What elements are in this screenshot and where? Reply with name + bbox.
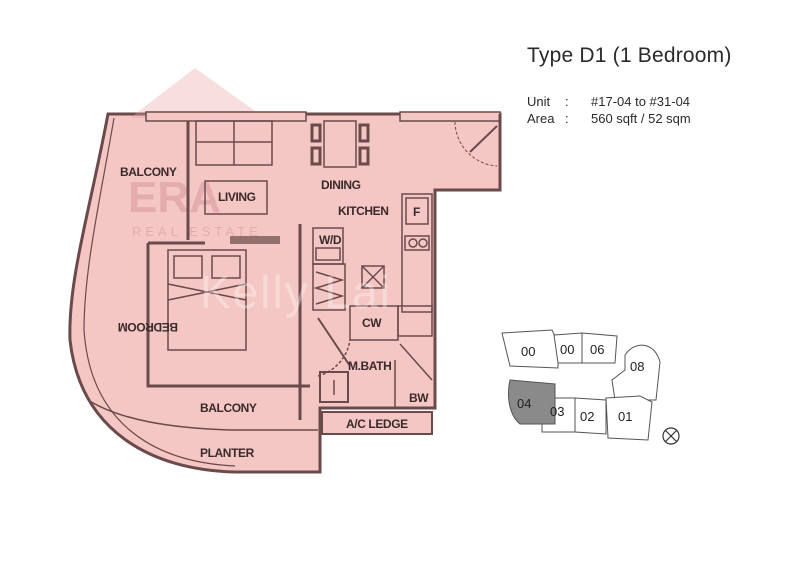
key-label-02: 02 <box>580 409 594 424</box>
key-label-00b: 00 <box>560 342 574 357</box>
plan-title: Type D1 (1 Bedroom) <box>527 44 732 67</box>
dining-table <box>310 120 370 168</box>
label-closet: CW <box>362 316 382 330</box>
unit-outline <box>68 112 502 474</box>
bedroom-walls <box>146 241 310 388</box>
sofa <box>195 120 273 166</box>
key-label-00a: 00 <box>521 344 535 359</box>
unit-label: Unit <box>527 94 551 109</box>
key-label-04: 04 <box>517 396 531 411</box>
coffee-table <box>204 180 268 215</box>
label-planter: PLANTER <box>200 446 255 460</box>
label-wd: W/D <box>319 233 342 247</box>
key-label-01: 01 <box>618 409 632 424</box>
ac-ledge-box <box>321 411 433 435</box>
area-sep: : <box>565 111 569 126</box>
key-label-06: 06 <box>590 342 604 357</box>
label-living: LIVING <box>218 190 256 204</box>
planter-line <box>87 399 318 431</box>
bathroom <box>317 305 433 408</box>
label-balcony-bottom: BALCONY <box>200 401 257 415</box>
key-unit-04 <box>507 379 556 425</box>
key-plan <box>501 329 661 441</box>
area-row: Area : 560 sqft / 52 sqm <box>527 110 691 127</box>
key-unit-06 <box>581 332 618 364</box>
area-label: Area <box>527 111 555 126</box>
label-ac-ledge: A/C LEDGE <box>346 417 408 431</box>
area-value: 560 sqft / 52 sqm <box>591 111 691 126</box>
key-label-03: 03 <box>550 404 564 419</box>
unit-sep: : <box>565 94 569 109</box>
overlay-watermark: Kelly Lai <box>200 266 392 318</box>
kitchen-counter <box>401 193 433 313</box>
window-strip <box>145 111 307 122</box>
tv-console <box>230 236 280 244</box>
key-unit-02 <box>574 397 607 435</box>
unit-info: Unit : #17-04 to #31-04 Area : 560 sqft … <box>527 93 691 127</box>
entrance-door <box>454 114 502 190</box>
bed <box>167 249 247 351</box>
label-dining: DINING <box>321 178 361 192</box>
label-master-bath: M.BATH <box>348 359 391 373</box>
key-unit-01 <box>605 395 653 441</box>
label-bedroom: BEDROOM <box>118 320 178 334</box>
key-label-08: 08 <box>630 359 644 374</box>
unit-value: #17-04 to #31-04 <box>591 94 691 109</box>
compass-icon <box>662 427 680 445</box>
label-bw: BW <box>409 391 429 405</box>
label-kitchen: KITCHEN <box>338 204 389 218</box>
label-fridge: F <box>413 205 420 219</box>
unit-row: Unit : #17-04 to #31-04 <box>527 93 691 110</box>
key-unit-08 <box>611 344 661 401</box>
laundry <box>312 227 385 311</box>
label-balcony-top: BALCONY <box>120 165 177 179</box>
window-strip-right <box>399 111 501 122</box>
era-brand-sub: REAL ESTATE <box>132 224 262 239</box>
